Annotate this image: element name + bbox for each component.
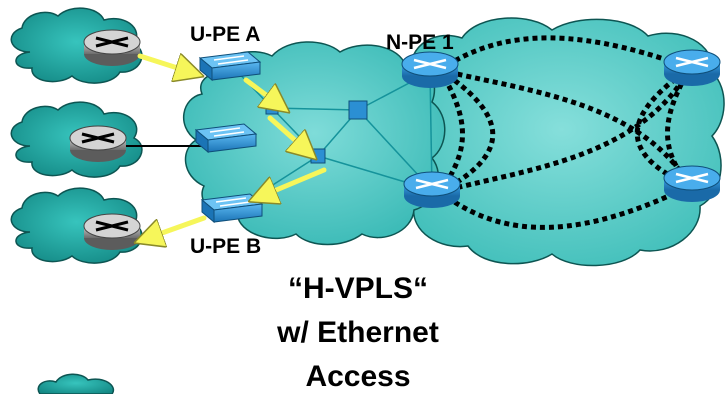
npe-router-bottom-right — [663, 165, 721, 202]
npe-router-top-right — [663, 49, 721, 86]
npe-router-bottom-left — [403, 171, 461, 208]
core-mpls-cloud — [398, 17, 725, 267]
traffic-flow-arrows — [140, 56, 327, 238]
upe-b-label: U-PE B — [190, 235, 261, 258]
ce-router-top-icon — [83, 29, 141, 66]
title-line-1: “H-VPLS“ — [288, 272, 428, 305]
customer-cloud-partial — [37, 373, 115, 394]
ce-router-bottom-icon — [83, 213, 141, 250]
title-line-3: Access — [305, 360, 410, 393]
npe-1-label: N-PE 1 — [386, 31, 454, 54]
npe-router-top-left — [401, 51, 459, 88]
title-line-2: w/ Ethernet — [276, 316, 439, 349]
metro-node-3 — [310, 148, 326, 164]
ce-router-middle-icon — [69, 125, 127, 162]
middle-switch-icon — [194, 123, 258, 154]
metro-node-2 — [348, 100, 368, 120]
upe-a-label: U-PE A — [190, 23, 260, 46]
